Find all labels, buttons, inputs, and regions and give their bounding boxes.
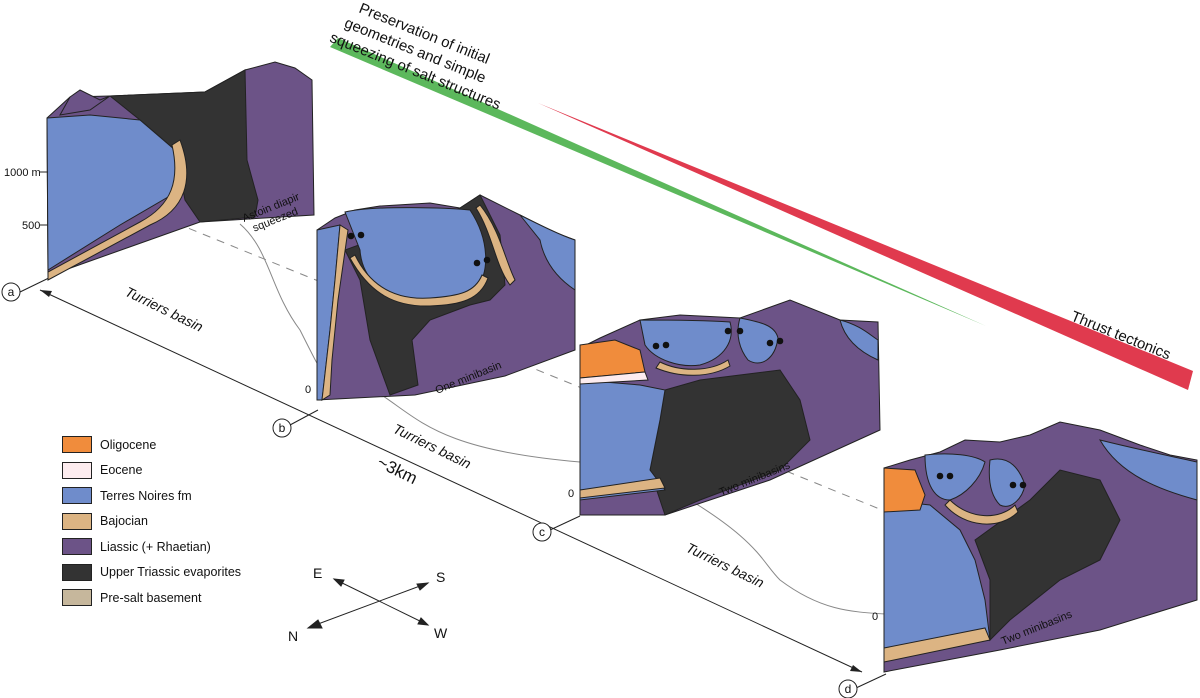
compass-n: N <box>288 628 298 644</box>
section-b <box>316 194 576 401</box>
section-a <box>46 61 315 281</box>
trace-line-3 <box>669 487 887 615</box>
legend-swatch <box>62 512 92 530</box>
legend-label: Upper Triassic evaporites <box>100 565 242 580</box>
marker-a: a <box>1 282 21 302</box>
trace-line-2 <box>379 393 581 463</box>
compass-e: E <box>313 565 322 581</box>
legend-label: Terres Noires fm <box>100 488 192 503</box>
zero-d: 0 <box>872 611 878 623</box>
legend-swatch <box>62 538 92 556</box>
legend-item: Upper Triassic evaporites <box>62 560 262 586</box>
legend-label: Eocene <box>100 463 143 478</box>
axis-arrow-start <box>40 290 52 297</box>
svg-text:b: b <box>279 421 286 435</box>
legend-label: Bajocian <box>100 514 148 529</box>
zero-c: 0 <box>568 488 574 500</box>
legend: Oligocene Eocene Terres Noires fm Bajoci… <box>62 432 262 611</box>
preservation-wedge <box>330 38 986 326</box>
legend-label: Oligocene <box>100 437 157 452</box>
marker-c: c <box>532 522 552 542</box>
legend-item: Pre-salt basement <box>62 585 262 611</box>
section-c-base <box>549 515 581 531</box>
section-c <box>579 299 881 516</box>
legend-label: Liassic (+ Rhaetian) <box>100 539 211 554</box>
thrust-wedge <box>538 103 1193 390</box>
legend-swatch <box>62 563 92 581</box>
basin-label-3: Turriers basin <box>684 539 767 591</box>
zero-b: 0 <box>305 384 311 396</box>
section-b-base <box>289 409 319 426</box>
compass-w: W <box>434 625 448 641</box>
scale-500: 500 <box>22 220 40 232</box>
compass-s: S <box>436 569 445 585</box>
contact-dots <box>347 231 1027 489</box>
legend-swatch <box>62 589 92 607</box>
legend-swatch <box>62 487 92 505</box>
legend-label: Pre-salt basement <box>100 590 202 605</box>
legend-item: Terres Noires fm <box>62 483 262 509</box>
legend-item: Eocene <box>62 458 262 484</box>
legend-item: Bajocian <box>62 509 262 535</box>
basin-label-1: Turriers basin <box>123 283 206 335</box>
legend-item: Liassic (+ Rhaetian) <box>62 534 262 560</box>
axis-arrow-end <box>850 665 862 672</box>
legend-item: Oligocene <box>62 432 262 458</box>
main-axis-line <box>39 289 863 673</box>
section-d-base <box>855 673 887 689</box>
scale-1000: 1000 m <box>4 167 41 179</box>
trace-line-1 <box>239 223 319 366</box>
legend-swatch <box>62 461 92 479</box>
compass <box>306 578 430 629</box>
section-d <box>883 421 1198 673</box>
svg-text:c: c <box>539 525 545 539</box>
marker-b: b <box>272 418 292 438</box>
marker-d: d <box>838 679 858 698</box>
legend-swatch <box>62 436 92 454</box>
svg-text:d: d <box>845 682 852 696</box>
distance-label: ~3km <box>374 453 420 489</box>
svg-text:a: a <box>8 285 15 299</box>
